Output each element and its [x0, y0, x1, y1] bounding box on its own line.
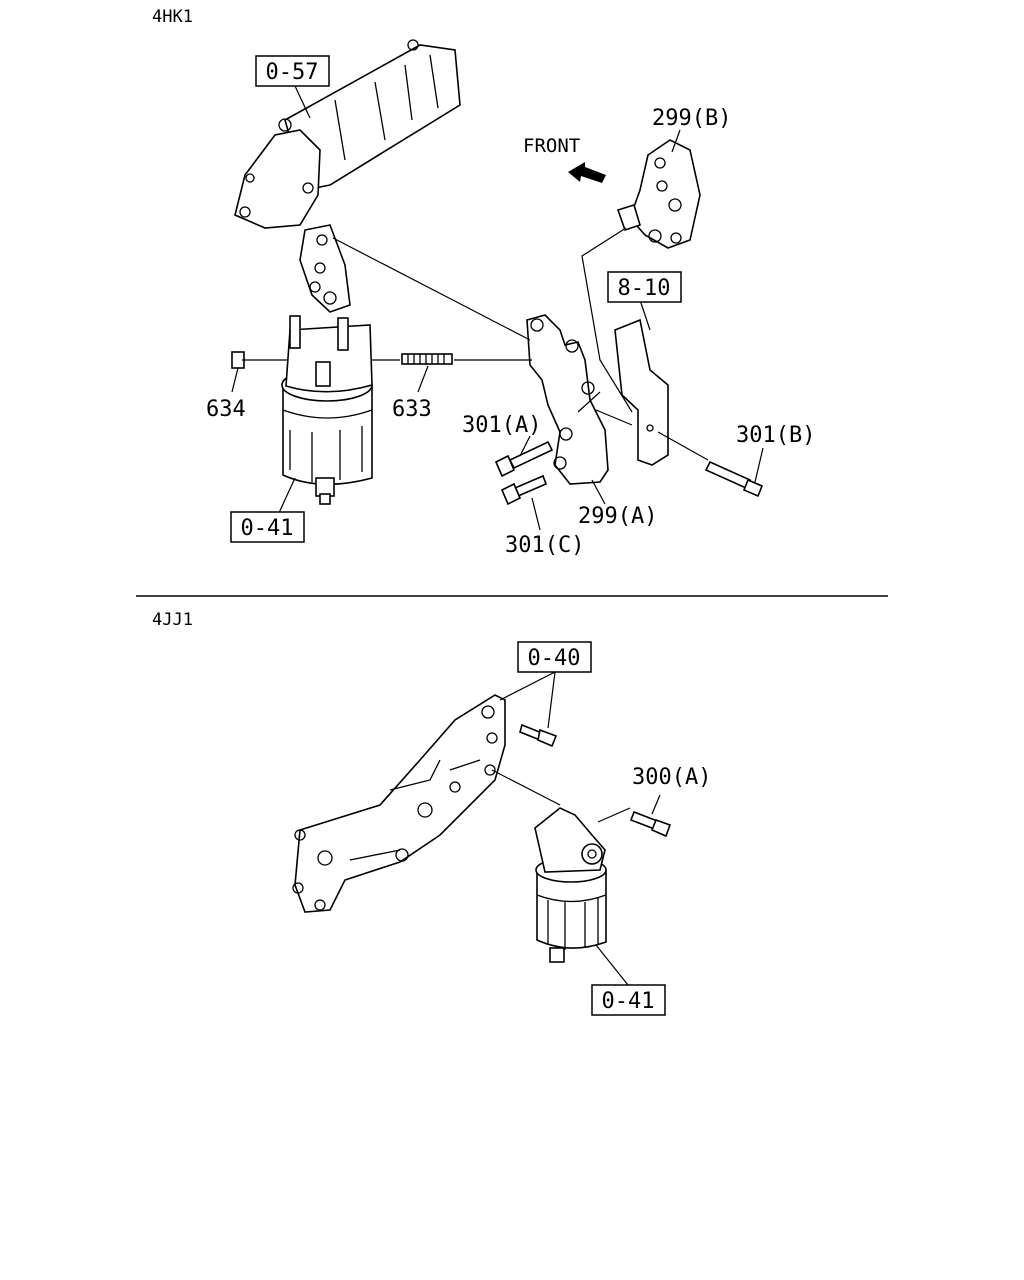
label-299a[interactable]: 299(A): [578, 504, 657, 529]
egr-cooler-drawing: [234, 39, 461, 313]
label-301b[interactable]: 301(B): [736, 423, 815, 448]
callout-0-40[interactable]: 0-40: [517, 641, 592, 673]
mounting-bracket-drawing: [292, 694, 506, 913]
callout-0-41-bottom[interactable]: 0-41: [591, 984, 666, 1016]
callout-0-57-text: 0-57: [266, 60, 319, 85]
bracket-299b-drawing: [616, 139, 701, 249]
callout-8-10[interactable]: 8-10: [607, 271, 682, 303]
callout-0-41-top[interactable]: 0-41: [230, 511, 305, 543]
bolt-300a-drawing: [629, 810, 672, 838]
bracket-299a-drawing: [526, 314, 609, 485]
bottom-leader-lines: [491, 671, 661, 986]
section-label-4jj1: 4JJ1: [152, 610, 193, 630]
label-299b[interactable]: 299(B): [652, 106, 731, 131]
callout-0-41-top-text: 0-41: [241, 516, 294, 541]
label-301c[interactable]: 301(C): [505, 533, 584, 558]
bolt-301b-drawing: [704, 460, 764, 498]
callout-0-40-text: 0-40: [528, 646, 581, 671]
callout-0-41-bottom-text: 0-41: [602, 989, 655, 1014]
label-301a[interactable]: 301(A): [462, 413, 541, 438]
callout-0-57[interactable]: 0-57: [255, 55, 330, 87]
section-label-4hk1: 4HK1: [152, 7, 193, 27]
label-634[interactable]: 634: [206, 397, 246, 422]
front-arrow-icon: [568, 162, 606, 183]
front-direction-label: FRONT: [523, 135, 580, 157]
fuel-filter-bottom-drawing: [534, 807, 607, 963]
bolt-0-40-drawing: [519, 723, 558, 748]
bolt-301a-drawing: [494, 440, 554, 478]
label-300a[interactable]: 300(A): [632, 765, 711, 790]
label-633[interactable]: 633: [392, 397, 432, 422]
callout-8-10-text: 8-10: [618, 276, 671, 301]
bracket-8-10-drawing: [614, 318, 669, 466]
top-leader-lines: [231, 85, 764, 531]
bolt-301c-drawing: [500, 474, 548, 506]
fuel-filter-top-drawing: [281, 315, 373, 505]
stud-633-drawing: [401, 353, 453, 365]
